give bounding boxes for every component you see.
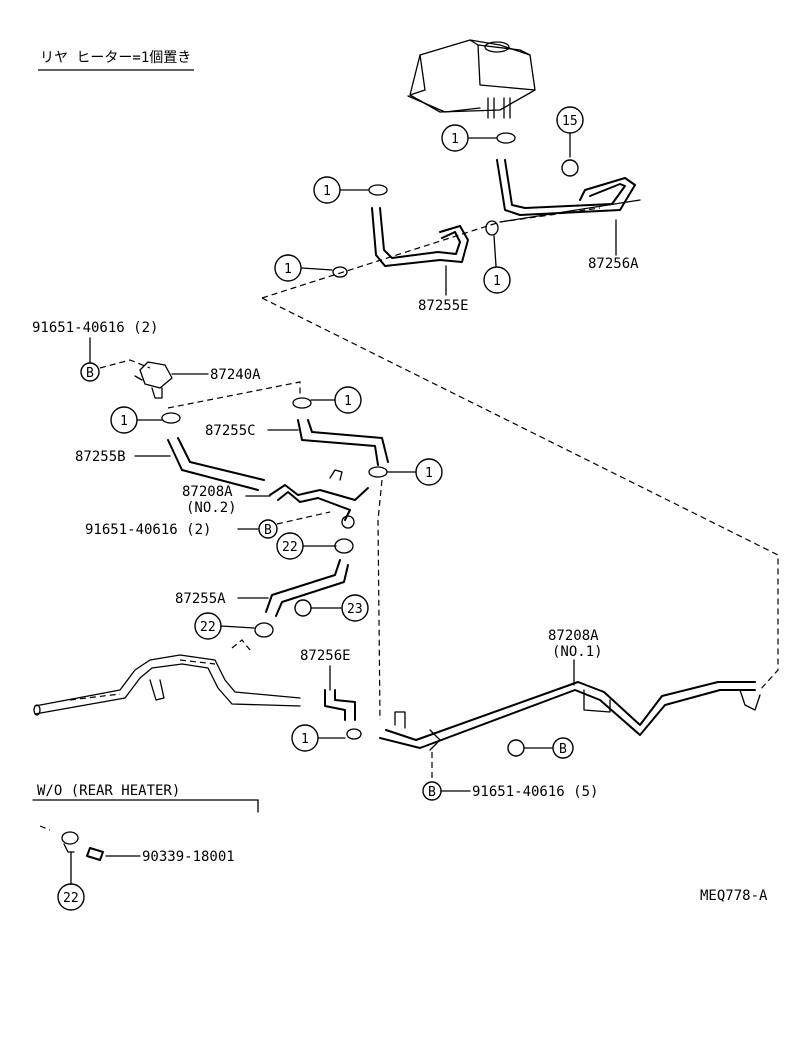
svg-text:1: 1 bbox=[493, 274, 501, 289]
label-91651-top: 91651-40616 (2) bbox=[32, 320, 158, 336]
label-87208A-no2-a: 87208A bbox=[182, 484, 233, 500]
svg-text:1: 1 bbox=[301, 732, 309, 747]
callout-15: 15 bbox=[556, 106, 584, 177]
svg-text:1: 1 bbox=[425, 466, 433, 481]
hose-87255B: 87255B bbox=[75, 437, 265, 491]
callout-1-d: 1 bbox=[483, 235, 511, 294]
label-87256E: 87256E bbox=[300, 648, 351, 664]
pipe-dashed-left bbox=[33, 654, 301, 716]
label-91651-mid: 91651-40616 (2) bbox=[85, 522, 211, 538]
callout-22-a: 22 bbox=[276, 532, 354, 560]
svg-text:B: B bbox=[559, 742, 567, 757]
bolt-B-bottom: B 91651-40616 (5) bbox=[422, 752, 598, 801]
svg-text:22: 22 bbox=[200, 620, 216, 635]
label-87256A: 87256A bbox=[588, 256, 639, 272]
svg-text:22: 22 bbox=[282, 540, 298, 555]
pipe-87208A-no1: 87208A (NO.1) bbox=[379, 628, 761, 751]
label-87208A-no1-a: 87208A bbox=[548, 628, 599, 644]
diagram-title: リヤ ヒーター=1個置き bbox=[40, 50, 191, 66]
svg-text:1: 1 bbox=[284, 262, 292, 277]
label-87255E: 87255E bbox=[418, 298, 469, 314]
svg-text:B: B bbox=[264, 523, 272, 538]
diagram-code: MEQ778-A bbox=[700, 888, 768, 904]
callout-1-g: 1 bbox=[386, 458, 443, 486]
callout-1-a: 1 bbox=[441, 124, 498, 152]
callout-1-c: 1 bbox=[274, 254, 333, 282]
callout-1-h: 1 bbox=[291, 724, 346, 752]
rear-heater-unit bbox=[407, 39, 536, 119]
valve-87240A: 87240A bbox=[134, 361, 301, 409]
svg-text:1: 1 bbox=[120, 414, 128, 429]
section-without-rear-heater: W/O (REAR HEATER) 90339-18001 22 bbox=[32, 783, 259, 911]
svg-text:15: 15 bbox=[562, 114, 578, 129]
hose-87255C: 87255C bbox=[205, 419, 389, 466]
callout-22-b: 22 bbox=[194, 612, 274, 651]
label-87255A: 87255A bbox=[175, 591, 226, 607]
svg-text:23: 23 bbox=[347, 602, 363, 617]
label-91651-bottom: 91651-40616 (5) bbox=[472, 784, 598, 800]
svg-text:B: B bbox=[86, 366, 94, 381]
callout-23: 23 bbox=[294, 594, 369, 622]
label-87255C: 87255C bbox=[205, 423, 256, 439]
label-90339: 90339-18001 bbox=[142, 849, 235, 865]
bolt-B-mid: 91651-40616 (2) B bbox=[85, 511, 331, 539]
label-87208A-no2-b: (NO.2) bbox=[186, 500, 237, 516]
section-title: W/O (REAR HEATER) bbox=[37, 783, 180, 799]
callout-1-f: 1 bbox=[110, 406, 163, 434]
svg-text:1: 1 bbox=[451, 132, 459, 147]
label-87208A-no1-b: (NO.1) bbox=[552, 644, 603, 660]
callout-1-b: 1 bbox=[313, 176, 369, 204]
svg-text:1: 1 bbox=[344, 394, 352, 409]
bolt-B-top: 91651-40616 (2) B bbox=[32, 320, 158, 382]
svg-text:B: B bbox=[428, 785, 436, 800]
hose-87256A: 87256A bbox=[496, 159, 641, 272]
hose-87256E: 87256E bbox=[300, 648, 362, 740]
hose-87255E: 87255E bbox=[371, 207, 469, 314]
bolt-B-right: B bbox=[507, 737, 574, 759]
label-87240A: 87240A bbox=[210, 367, 261, 383]
svg-text:22: 22 bbox=[63, 891, 79, 906]
svg-text:1: 1 bbox=[323, 184, 331, 199]
pipe-87208A-no2: 87208A (NO.2) bbox=[182, 469, 369, 529]
callout-1-e: 1 bbox=[310, 386, 362, 414]
label-87255B: 87255B bbox=[75, 449, 126, 465]
hose-87255A: 87255A bbox=[175, 559, 349, 617]
